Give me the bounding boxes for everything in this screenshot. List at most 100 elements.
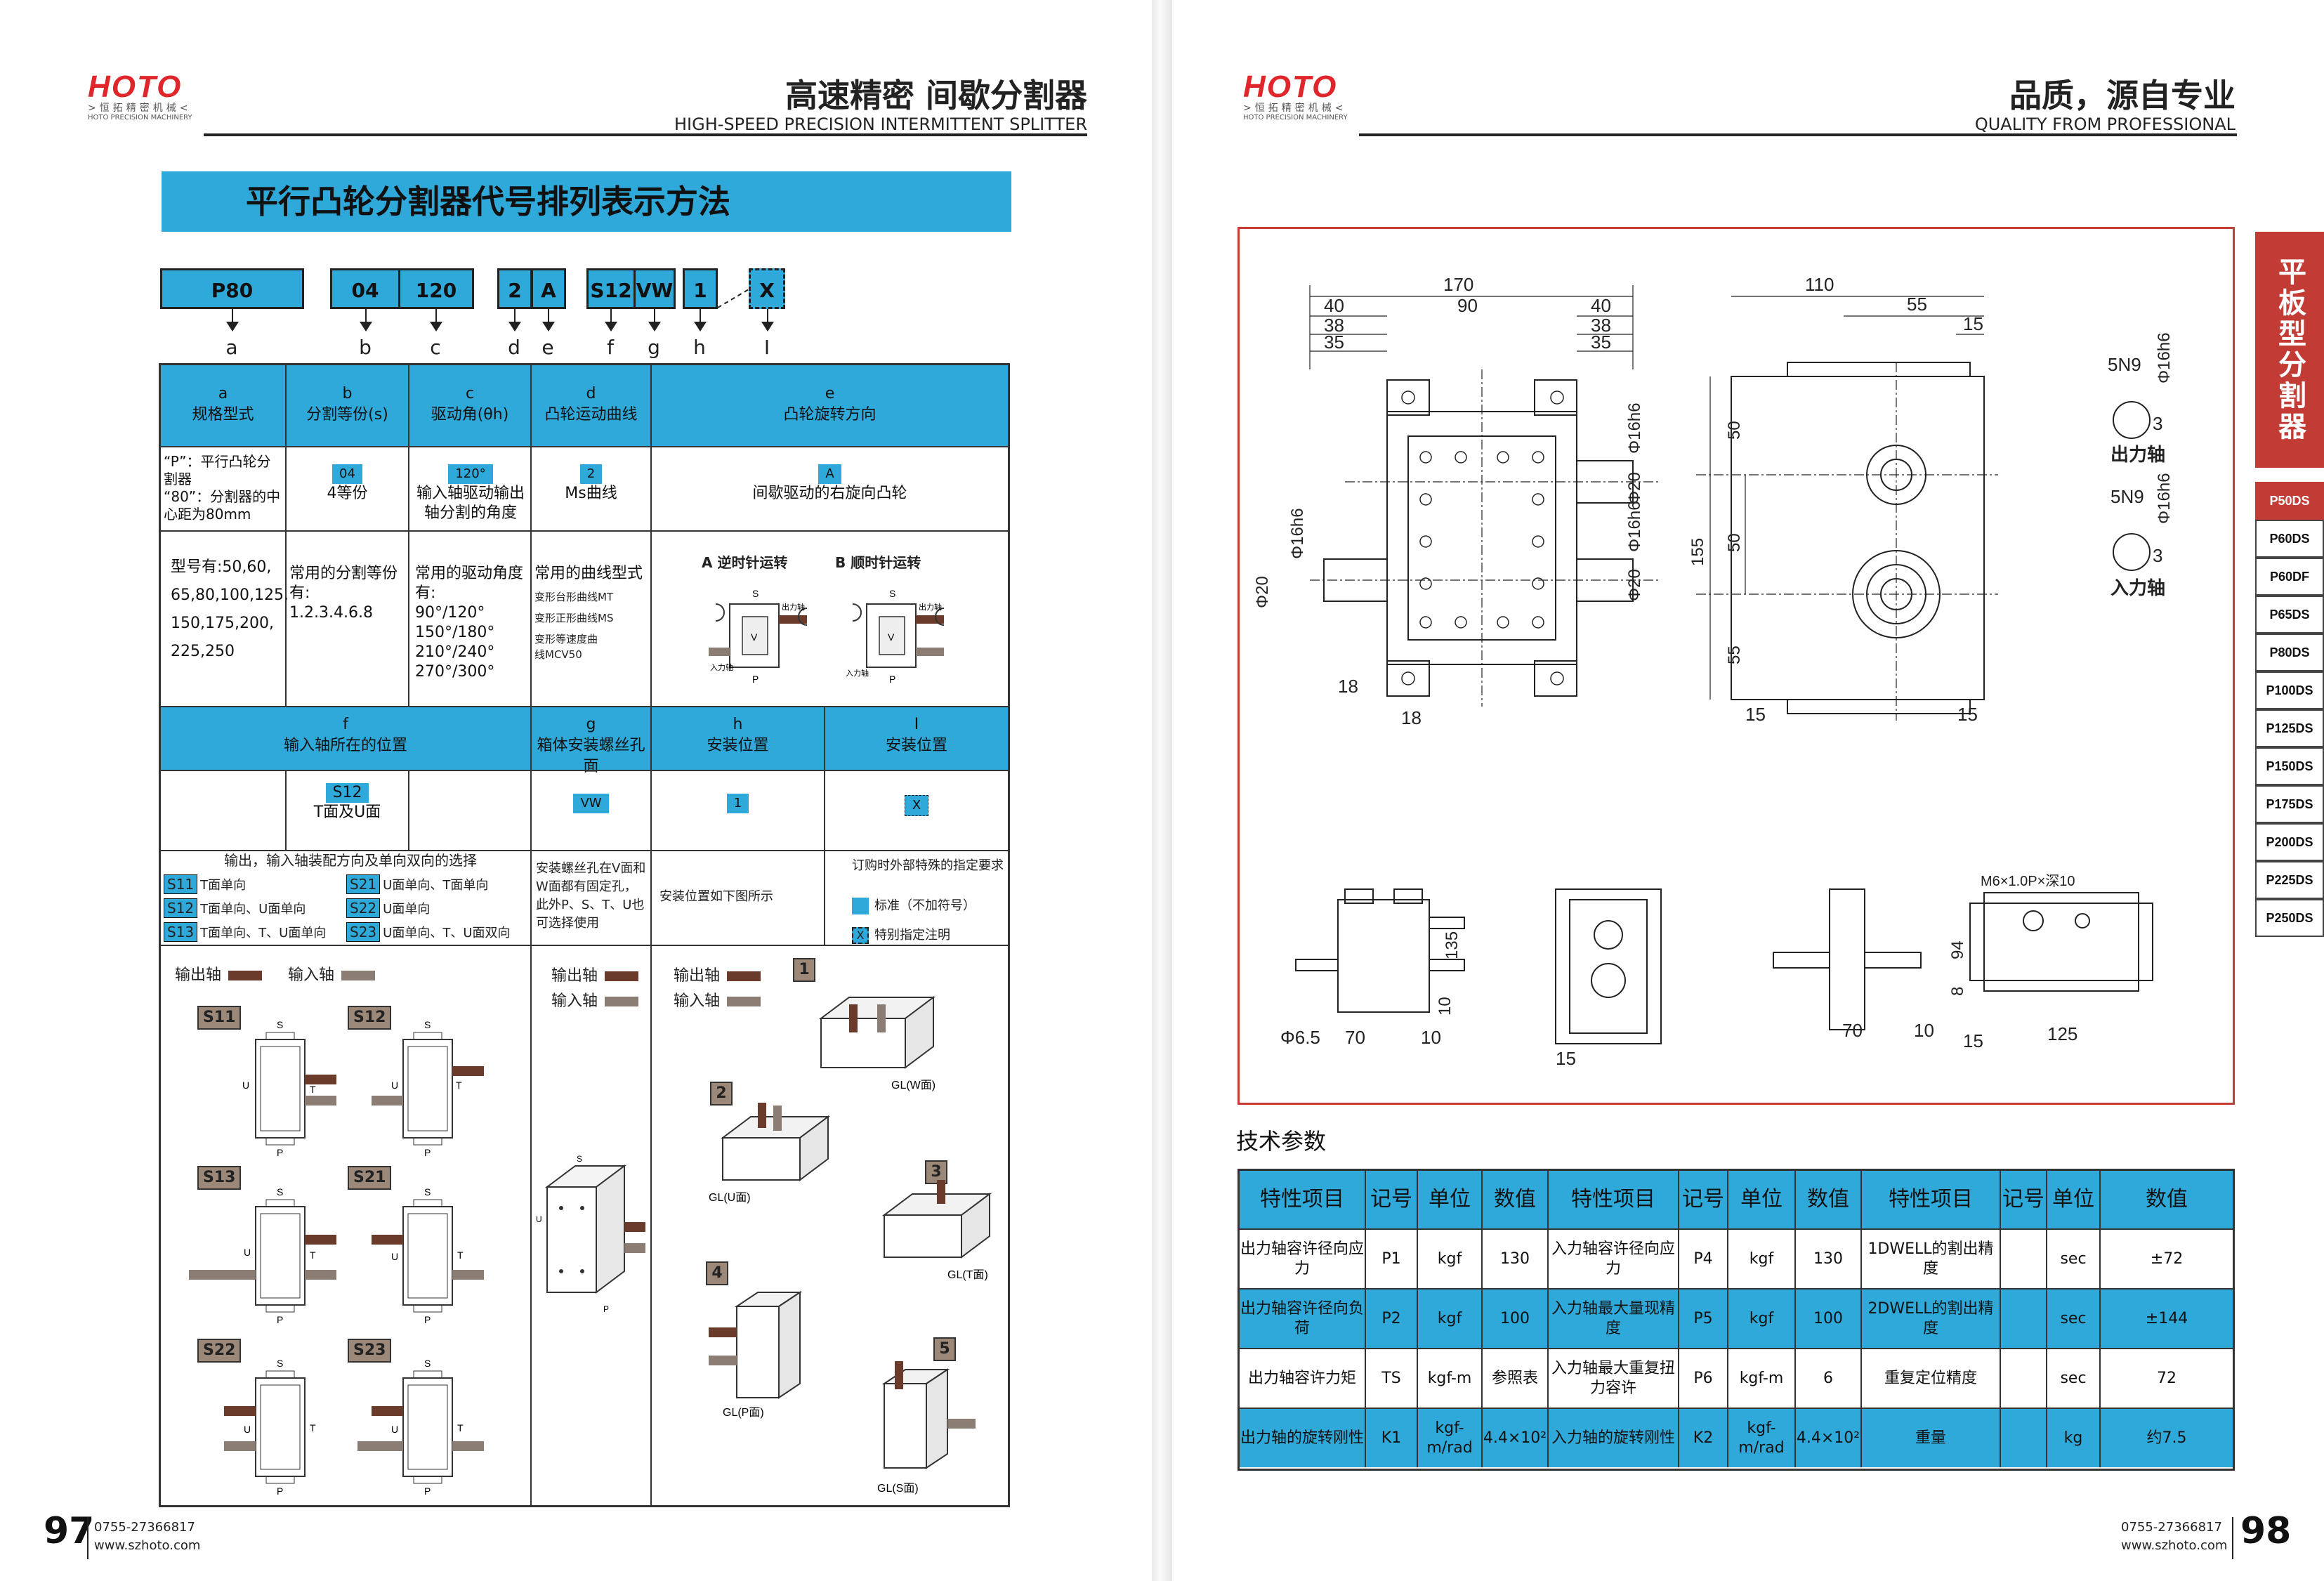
row3-e-a: A 逆时针运转 xyxy=(702,554,788,571)
tab-p60df[interactable]: P60DF xyxy=(2255,558,2324,596)
row2-e-text: 间歇驱动的右旋向凸轮 xyxy=(752,485,907,502)
s11-t: T xyxy=(310,1084,316,1095)
rule xyxy=(285,365,287,706)
spec-cell: P5 xyxy=(1679,1290,1728,1348)
rot-b-v: V xyxy=(888,631,895,643)
mount-pic-1: GL(W面) xyxy=(819,996,935,1091)
side-category-label: 平板型分割器<P> xyxy=(2205,232,2324,468)
spec-cell: 100 xyxy=(1796,1290,1862,1348)
code-box-g: VW xyxy=(633,268,676,309)
tab-p175ds[interactable]: P175DS xyxy=(2255,785,2324,823)
tab-p125ds[interactable]: P125DS xyxy=(2255,709,2324,747)
logo-sub-cn: >恒拓精密机械< xyxy=(88,103,192,114)
key2-5n9: 5N9 xyxy=(2110,486,2144,507)
tab-p80ds[interactable]: P80DS xyxy=(2255,634,2324,671)
code-box-f: S12 xyxy=(586,268,636,309)
tab-p60ds[interactable]: P60DS xyxy=(2255,520,2324,558)
row2-d: 2 Ms曲线 xyxy=(532,464,650,504)
spec-h-1: 记号 xyxy=(1366,1171,1418,1228)
spec-cell: 入力轴容许径向应力 xyxy=(1549,1230,1679,1288)
hdr-g-key: g xyxy=(586,716,596,733)
page-number: 97 xyxy=(44,1510,95,1552)
diagram-s22: S P U T xyxy=(224,1358,316,1497)
spec-cell: sec xyxy=(2047,1349,2101,1408)
page-subtitle-right: QUALITY FROM PROFESSIONAL xyxy=(1974,114,2236,134)
tab-p225ds[interactable]: P225DS xyxy=(2255,861,2324,899)
spec-cell xyxy=(2001,1409,2047,1467)
row3-d-item-0: 变形台形曲线MT xyxy=(534,591,614,603)
spec-cell: sec xyxy=(2047,1230,2101,1288)
sel-s21-text: U面单向、T面单向 xyxy=(383,878,489,893)
rule xyxy=(161,850,1008,851)
spec-cell: 出力轴容许径向负荷 xyxy=(1240,1290,1366,1348)
rule xyxy=(161,770,1008,771)
footer-web-right: www.szhoto.com xyxy=(2121,1538,2228,1553)
footer-phone-right: 0755-27366817 xyxy=(2121,1520,2222,1535)
dim-50b: 50 xyxy=(1725,533,1744,552)
tab-p50ds[interactable]: P50DS xyxy=(2255,482,2324,520)
sel-s12-text: T面单向、U面单向 xyxy=(200,902,306,917)
tab-p65ds[interactable]: P65DS xyxy=(2255,596,2324,634)
mount-caption-3: GL(T面) xyxy=(947,1269,988,1281)
code-box-b: 04 xyxy=(330,268,400,309)
dim-110: 110 xyxy=(1805,274,1834,295)
spec-cell: P6 xyxy=(1679,1349,1728,1408)
page-number-right: 98 xyxy=(2240,1510,2292,1552)
tab-p200ds[interactable]: P200DS xyxy=(2255,823,2324,861)
spec-cell: 2DWELL的割出精度 xyxy=(1862,1290,2001,1348)
tab-p100ds[interactable]: P100DS xyxy=(2255,671,2324,709)
spec-h-9: 记号 xyxy=(2001,1171,2047,1228)
hdr-h-key: h xyxy=(733,716,743,733)
tab-p150ds[interactable]: P150DS xyxy=(2255,747,2324,785)
diagram-s11: S P U T xyxy=(242,1019,336,1158)
spec-cell: 入力轴最大重复扭力容许 xyxy=(1549,1349,1679,1408)
rot-b-in: 入力轴 xyxy=(846,668,869,678)
spec-cell: 72 xyxy=(2157,1369,2177,1387)
mount-tag-2: 2 xyxy=(710,1082,733,1106)
spec-cell xyxy=(2001,1230,2047,1288)
mount-tag-4: 4 xyxy=(706,1261,728,1285)
logo-sub-cn-right: >恒拓精密机械< xyxy=(1243,103,1347,114)
chip-e: A xyxy=(818,464,841,484)
hdr-a: a 规格型式 xyxy=(161,365,285,446)
std-square-icon xyxy=(852,898,869,914)
rule xyxy=(824,706,825,945)
arrow-b xyxy=(360,309,372,332)
s22-u: U xyxy=(244,1424,251,1435)
technical-drawing: 170 90 40 40 38 38 35 35 18 18 110 55 15… xyxy=(1238,227,2235,1105)
sel-s13-code: S13 xyxy=(164,922,198,942)
row2-e: A 间歇驱动的右旋向凸轮 xyxy=(652,464,1008,504)
spec-cell: P1 xyxy=(1366,1230,1418,1288)
mbox-s: S xyxy=(577,1154,582,1164)
spec-h-4: 特性项目 xyxy=(1549,1171,1679,1228)
dim-15b: 15 xyxy=(1745,704,1766,725)
brand-logo-right: HOTO >恒拓精密机械< HOTO PRECISION MACHINERY xyxy=(1243,70,1363,122)
hdr-e: e 凸轮旋转方向 xyxy=(652,365,1008,446)
spec-cell: ±144 xyxy=(2145,1309,2188,1327)
dim-38b: 38 xyxy=(1591,315,1611,336)
hdr-a-key: a xyxy=(218,385,228,402)
tab-p250ds[interactable]: P250DS xyxy=(2255,899,2324,937)
logo-word-right: HOTO xyxy=(1243,70,1338,104)
row3-b: 常用的分割等份有: 1.2.3.4.6.8 xyxy=(289,565,398,622)
row5-g: VW xyxy=(532,794,650,813)
spec-h-8: 特性项目 xyxy=(1862,1171,2001,1228)
spec-h-7: 数值 xyxy=(1796,1171,1862,1228)
sel-s22-code: S22 xyxy=(346,898,381,918)
sel-s23-text: U面单向、T、U面双向 xyxy=(383,926,511,940)
mount-tag-1: 1 xyxy=(793,958,815,982)
dim-135: 135 xyxy=(1443,931,1462,959)
spec-cell: K1 xyxy=(1366,1409,1418,1467)
dim-38a: 38 xyxy=(1324,315,1344,336)
legend-out-label: 输出轴 xyxy=(175,966,222,984)
header-rule xyxy=(204,133,1087,136)
spec-cell: 约7.5 xyxy=(2146,1429,2187,1447)
dim-15a: 15 xyxy=(1963,313,1983,334)
hdr-e-text: 凸轮旋转方向 xyxy=(783,406,877,424)
row3-a: 型号有:50,60, 65,80,100,125, 150,175,200, 2… xyxy=(171,558,289,660)
hdr-d-text: 凸轮运动曲线 xyxy=(544,406,638,424)
